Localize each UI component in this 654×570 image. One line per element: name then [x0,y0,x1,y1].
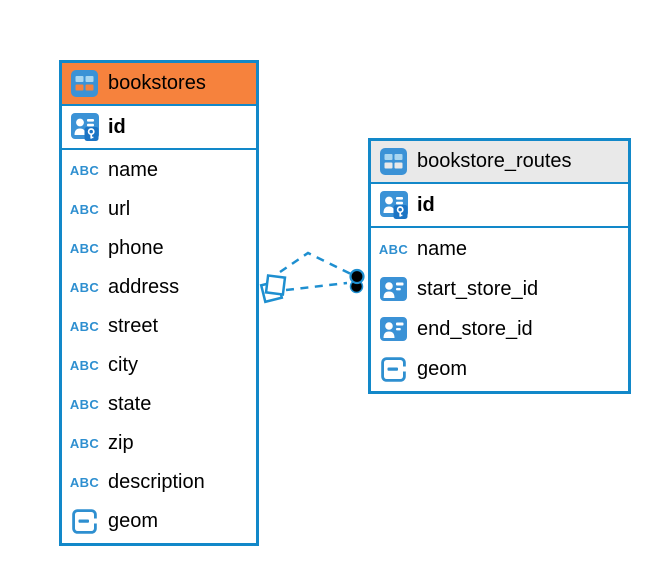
reference-icon [379,317,408,341]
primary-key-row[interactable]: id [62,106,256,150]
column-row[interactable]: ABC phone [62,229,256,268]
text-icon: ABC [69,163,100,178]
column-row[interactable]: geom [371,349,628,389]
relationship-edge-end-store[interactable] [285,281,348,292]
text-icon: ABC [69,241,100,256]
table-title: bookstores [108,72,206,94]
column-row[interactable]: ABC name [371,229,628,269]
text-icon: ABC [69,280,100,295]
column-row[interactable]: ABC zip [62,424,256,463]
column-label: geom [108,510,159,532]
column-row[interactable]: end_store_id [371,309,628,349]
column-list: ABC name ABC url ABC phone ABC a [62,150,256,543]
column-list: ABC name start_store_id [371,228,628,391]
table-header[interactable]: bookstores [62,63,256,106]
column-row[interactable]: ABC url [62,190,256,229]
column-label: geom [417,357,468,380]
geometry-icon [379,356,408,382]
column-label: url [108,198,131,220]
table-title: bookstore_routes [417,150,572,172]
geometry-icon [70,509,99,534]
circle-marker[interactable] [349,268,365,294]
text-icon: ABC [69,319,100,334]
primary-key-icon [379,191,408,219]
diamond-marker[interactable] [259,274,287,304]
table-icon [379,148,408,175]
text-icon: ABC [69,358,100,373]
column-label: end_store_id [417,317,533,340]
text-icon: ABC [69,397,100,412]
column-label: phone [108,237,164,259]
column-label: name [417,237,468,260]
column-label: description [108,471,205,493]
column-row[interactable]: ABC street [62,307,256,346]
column-row[interactable]: start_store_id [371,269,628,309]
column-label: start_store_id [417,277,539,300]
text-icon: ABC [378,241,409,257]
column-label: address [108,276,180,298]
column-label: city [108,354,138,376]
column-label: name [108,159,159,181]
column-label: street [108,315,159,337]
text-icon: ABC [69,475,100,490]
text-icon: ABC [69,436,100,451]
table-icon [70,70,99,97]
text-icon: ABC [69,202,100,217]
primary-key-label: id [108,115,126,138]
column-row[interactable]: ABC name [62,151,256,190]
primary-key-icon [70,113,99,141]
column-row[interactable]: geom [62,502,256,541]
table-bookstores[interactable]: bookstores id ABC [59,60,259,546]
table-header[interactable]: bookstore_routes [371,141,628,184]
reference-icon [379,277,408,301]
primary-key-label: id [417,193,435,216]
column-row[interactable]: ABC state [62,385,256,424]
column-row[interactable]: ABC city [62,346,256,385]
column-label: zip [108,432,134,454]
column-row[interactable]: ABC description [62,463,256,502]
column-row[interactable]: ABC address [62,268,256,307]
primary-key-row[interactable]: id [371,184,628,228]
table-bookstore-routes[interactable]: bookstore_routes id ABC [368,138,631,394]
column-label: state [108,393,152,415]
relationship-edge-start-store[interactable] [279,251,352,276]
